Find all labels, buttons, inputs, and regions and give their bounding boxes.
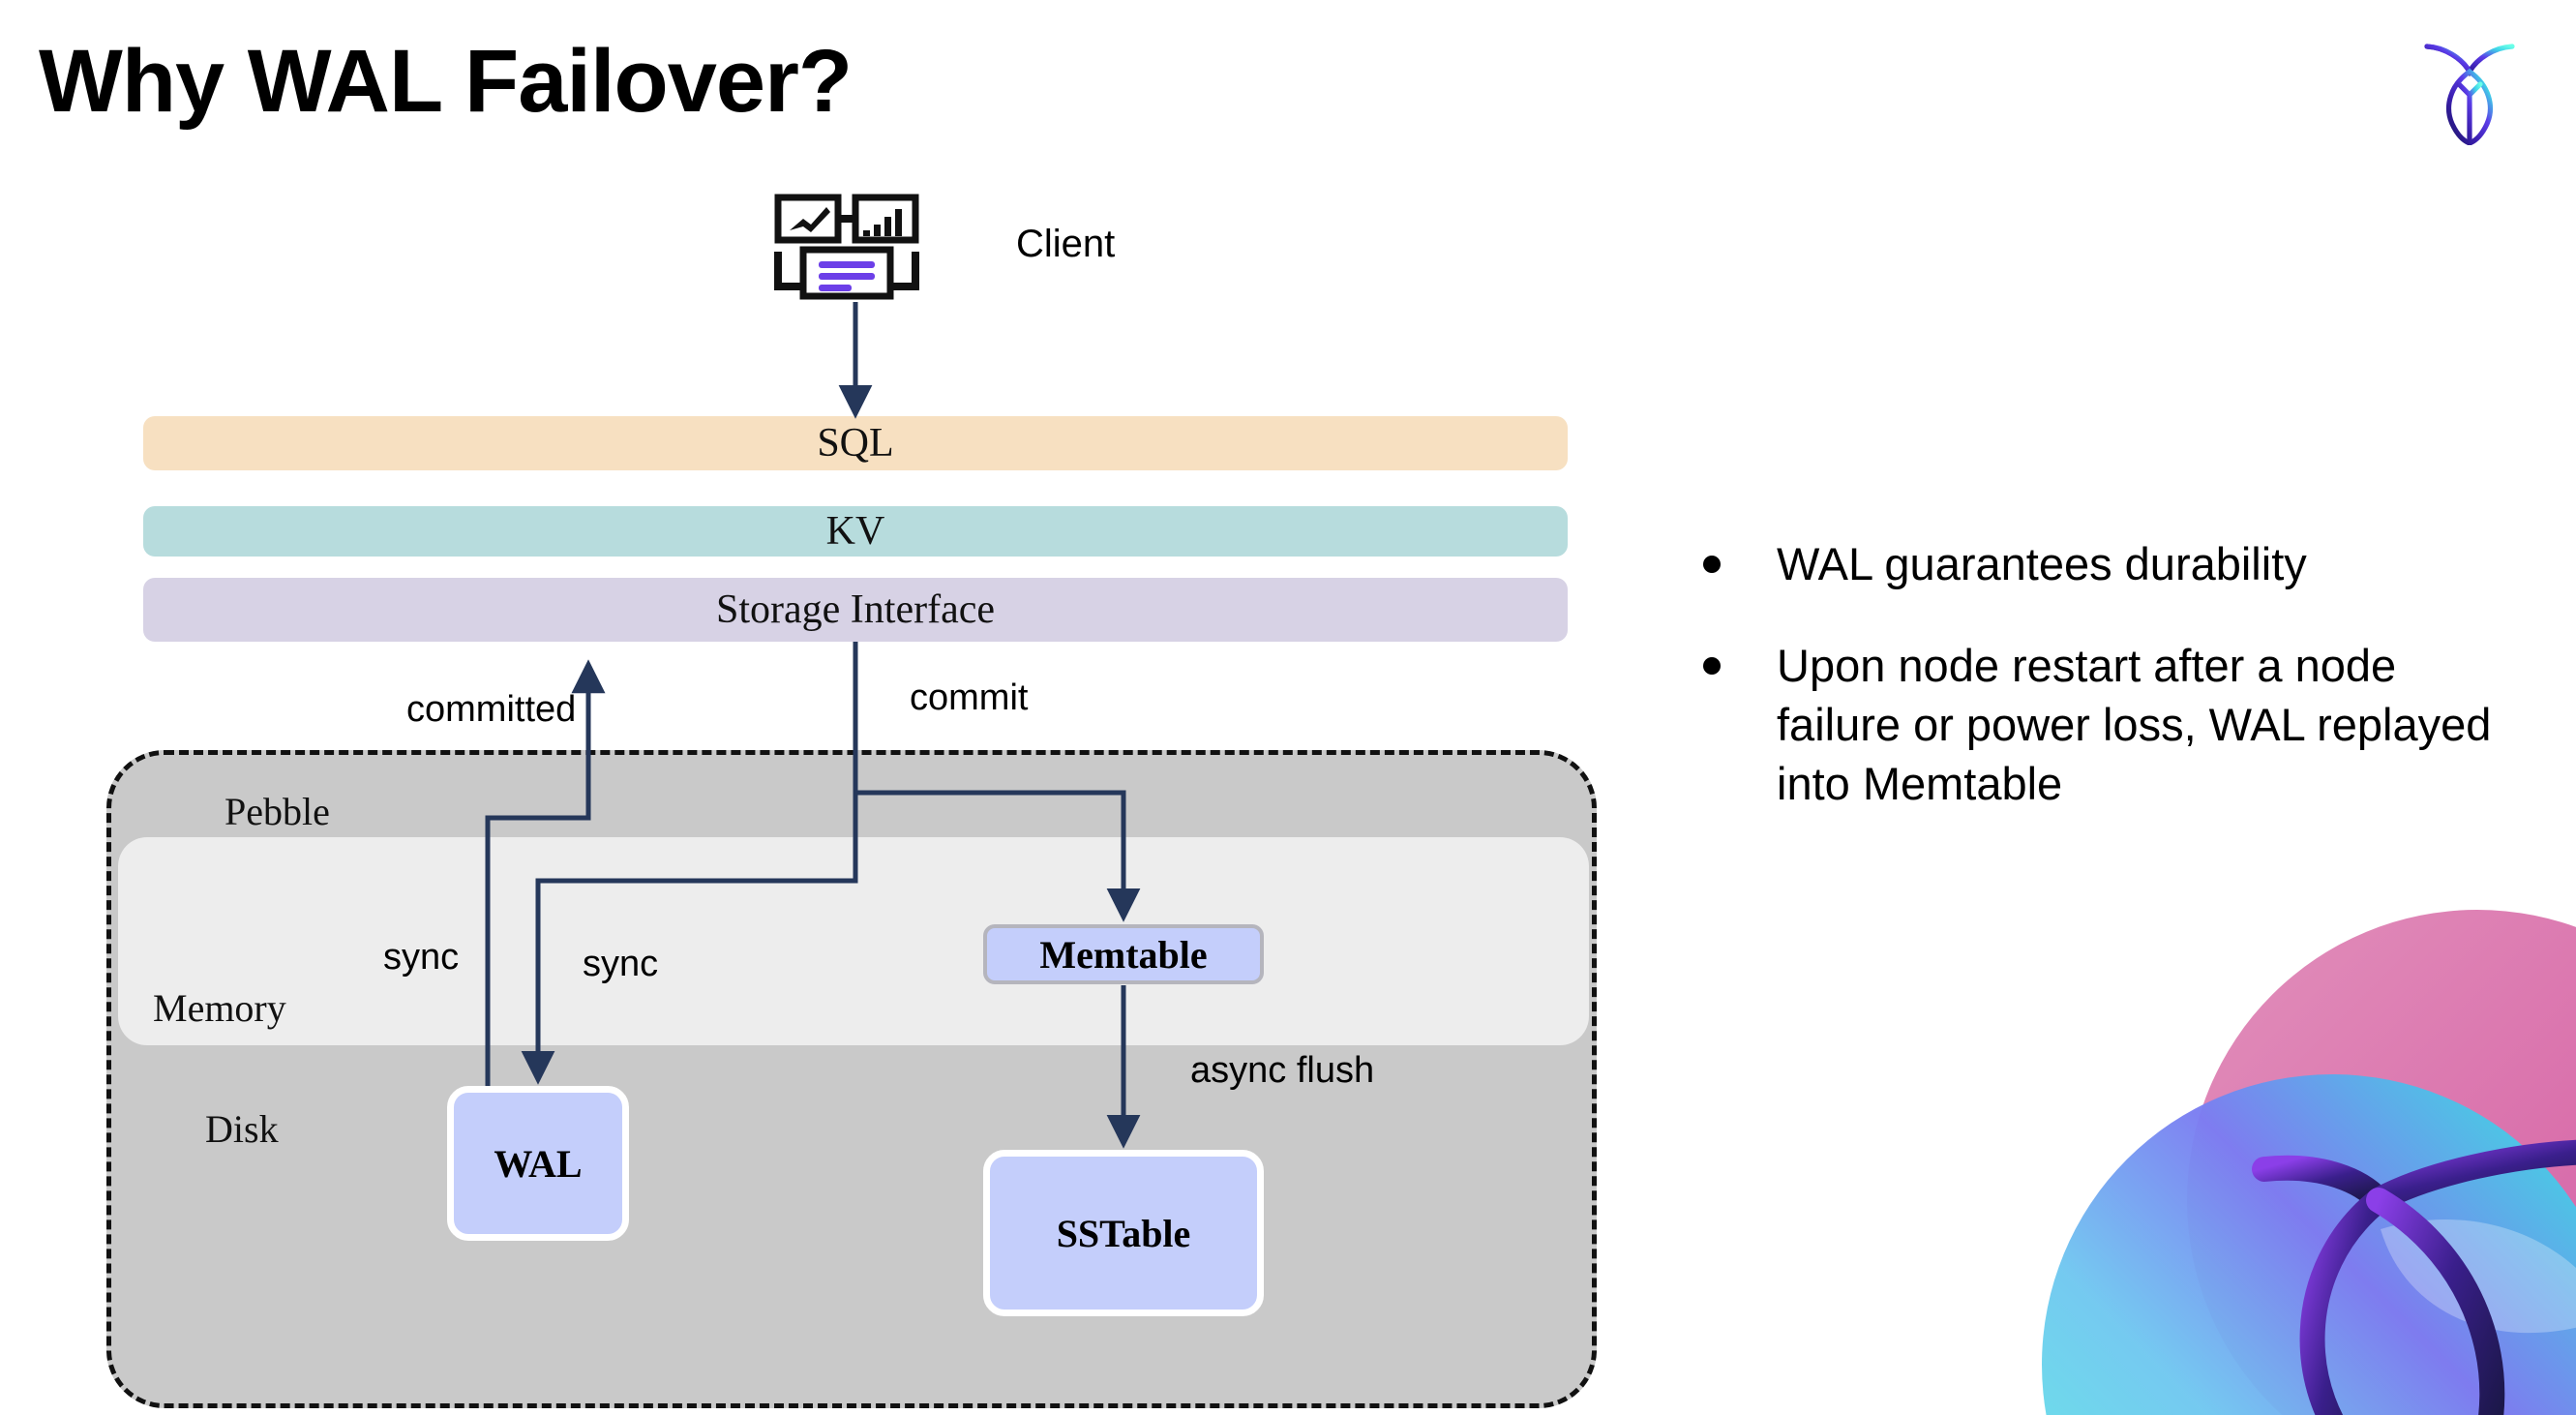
memory-label: Memory [153,986,286,1030]
disk-label: Disk [205,1107,279,1151]
bullet-text: WAL guarantees durability [1777,538,2307,589]
node-memtable[interactable]: Memtable [983,924,1264,984]
node-wal[interactable]: WAL [447,1086,629,1241]
layer-label-storage: Storage Interface [716,587,995,632]
layer-bar-sql[interactable]: SQL [143,416,1568,470]
client-dashboard-icon [774,194,929,300]
client-group: Client [774,194,1316,329]
list-item: Upon node restart after a node failure o… [1703,636,2526,813]
node-label-sstable: SSTable [1056,1211,1191,1255]
edge-label-sync-right: sync [583,944,659,984]
layer-bar-kv[interactable]: KV [143,506,1568,557]
layer-label-sql: SQL [817,421,894,466]
memory-region [118,837,1589,1045]
bullet-list: WAL guarantees durability Upon node rest… [1703,534,2526,856]
bullet-dot-icon [1703,657,1721,676]
pebble-label: Pebble [225,790,330,833]
page-title: Why WAL Failover? [39,32,853,131]
list-item: WAL guarantees durability [1703,534,2526,593]
client-label: Client [1016,223,1116,265]
edge-label-commit: commit [910,677,1029,718]
layer-label-kv: KV [825,509,885,554]
node-label-wal: WAL [494,1141,583,1186]
edge-label-committed: committed [406,689,577,730]
bullet-text: Upon node restart after a node failure o… [1777,640,2492,810]
decorative-corner-graphic [1974,910,2576,1415]
edge-label-async-flush: async flush [1190,1050,1375,1091]
node-label-memtable: Memtable [1039,932,1208,977]
edge-label-sync-left: sync [383,937,460,978]
bullet-dot-icon [1703,556,1721,573]
layer-bar-storage-interface[interactable]: Storage Interface [143,578,1568,642]
cockroachdb-logo-icon [2411,31,2528,146]
node-sstable[interactable]: SSTable [983,1150,1264,1316]
